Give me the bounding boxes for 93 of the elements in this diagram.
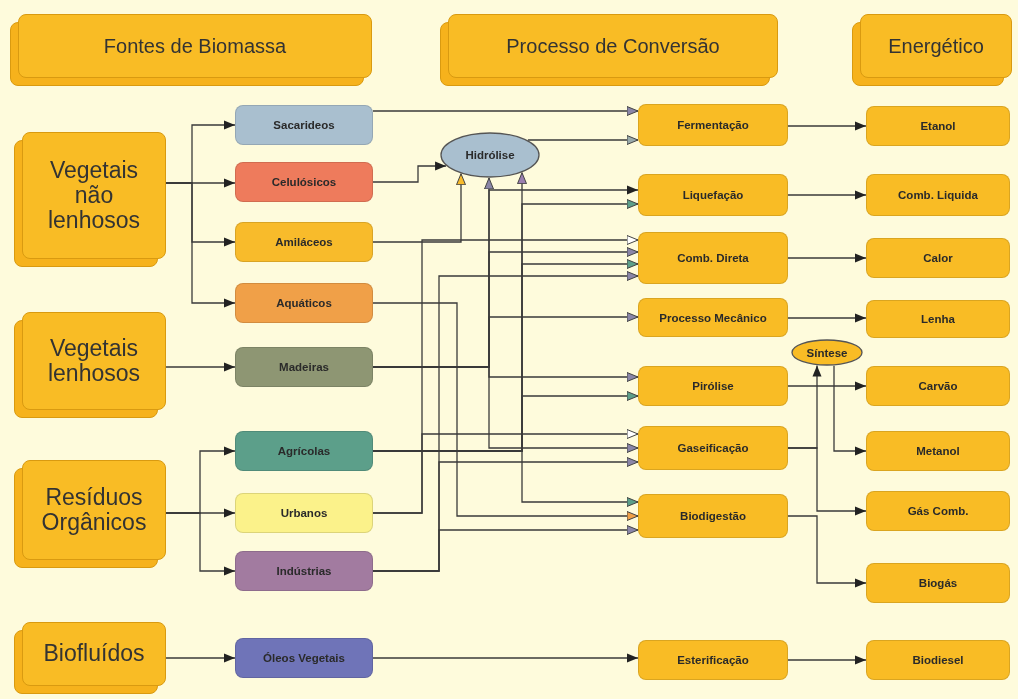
node-label: Etanol: [920, 120, 956, 132]
arrow: [372, 106, 639, 116]
rounded-box: [866, 640, 1010, 680]
node-label: Lenha: [921, 313, 955, 325]
rounded-box: [638, 104, 788, 146]
node-label: Urbanos: [280, 507, 328, 519]
arrow: [787, 515, 867, 588]
arrow: [165, 362, 236, 372]
stacked-card: [10, 14, 372, 86]
arrow: [833, 365, 867, 456]
node-label: Gás Comb.: [907, 505, 969, 517]
arrow: [372, 525, 639, 572]
arrow: [787, 447, 867, 516]
rounded-box: [638, 298, 788, 337]
ellipse-node: [440, 132, 540, 178]
arrow: [372, 450, 639, 507]
node-label: Vegetais lenhosos: [46, 335, 142, 387]
ellipse-node: [791, 339, 863, 366]
rounded-box: [866, 366, 1010, 406]
stacked-card: [14, 622, 166, 694]
arrow: [787, 121, 867, 131]
stacked-card: [14, 132, 166, 267]
arrow: [372, 366, 639, 453]
rounded-box: [638, 366, 788, 406]
node-label: Aquáticos: [276, 297, 332, 309]
node-label: Sacarideos: [273, 119, 335, 131]
node-label: Processo de Conversão: [506, 35, 720, 57]
rounded-box: [638, 640, 788, 680]
rounded-box: [235, 105, 373, 145]
node-label: Hidrólise: [465, 149, 515, 161]
node-label: Processo Mecânico: [659, 311, 767, 324]
stacked-card: [440, 14, 778, 86]
node-label: Liquefação: [682, 189, 744, 201]
node-label: Metanol: [916, 445, 960, 457]
arrow: [165, 653, 236, 663]
rounded-box: [638, 232, 788, 284]
node-label: Biofluídos: [43, 641, 145, 667]
rounded-box: [866, 106, 1010, 146]
node-label: Energético: [888, 35, 984, 57]
arrow: [165, 512, 236, 576]
rounded-box: [235, 222, 373, 262]
node-label: Amiláceos: [275, 236, 333, 248]
stacked-card: [14, 460, 166, 568]
arrow: [787, 253, 867, 263]
rounded-box: [235, 551, 373, 591]
node-label: Gaseificação: [677, 442, 749, 454]
arrow: [165, 182, 236, 308]
node-label: Esterificação: [677, 654, 749, 666]
rounded-box: [866, 174, 1010, 216]
node-label: Agrícolas: [277, 445, 331, 457]
arrow: [787, 655, 867, 665]
rounded-box: [235, 347, 373, 387]
node-label: Óleos Vegetais: [263, 652, 345, 664]
arrow: [372, 302, 639, 521]
arrow: [787, 381, 867, 391]
rounded-box: [235, 283, 373, 323]
node-label: Carvão: [918, 380, 958, 392]
node-label: Calor: [923, 252, 953, 264]
node-label: Fontes de Biomassa: [103, 35, 287, 57]
arrow: [787, 313, 867, 323]
node-label: Biogás: [918, 577, 958, 589]
node-label: Celulósicos: [271, 176, 337, 188]
arrow: [372, 429, 639, 514]
node-label: Fermentação: [677, 119, 749, 131]
stacked-card: [852, 14, 1012, 86]
rounded-box: [235, 493, 373, 533]
node-label: Resíduos Orgânicos: [40, 484, 148, 536]
stacked-card: [14, 312, 166, 418]
rounded-box: [866, 238, 1010, 278]
arrow: [372, 653, 639, 663]
node-label: Biodigestão: [680, 510, 746, 522]
rounded-box: [638, 494, 788, 538]
rounded-box: [235, 638, 373, 678]
node-label: Vegetais não lenhosos: [46, 157, 142, 234]
rounded-box: [866, 491, 1010, 531]
rounded-box: [638, 426, 788, 470]
node-label: Comb. Liquida: [898, 189, 978, 201]
node-label: Pirólise: [692, 380, 734, 392]
arrow: [527, 135, 639, 145]
rounded-box: [866, 431, 1010, 471]
rounded-box: [638, 174, 788, 216]
arrow: [372, 173, 466, 243]
arrow: [787, 190, 867, 200]
node-label: Indústrias: [276, 565, 332, 577]
rounded-box: [866, 300, 1010, 338]
rounded-box: [235, 431, 373, 471]
rounded-box: [866, 563, 1010, 603]
rounded-box: [235, 162, 373, 202]
node-label: Síntese: [806, 346, 848, 359]
node-label: Madeiras: [279, 361, 329, 373]
node-label: Comb. Direta: [677, 252, 749, 264]
node-label: Biodiesel: [912, 654, 964, 666]
arrow: [372, 161, 447, 183]
